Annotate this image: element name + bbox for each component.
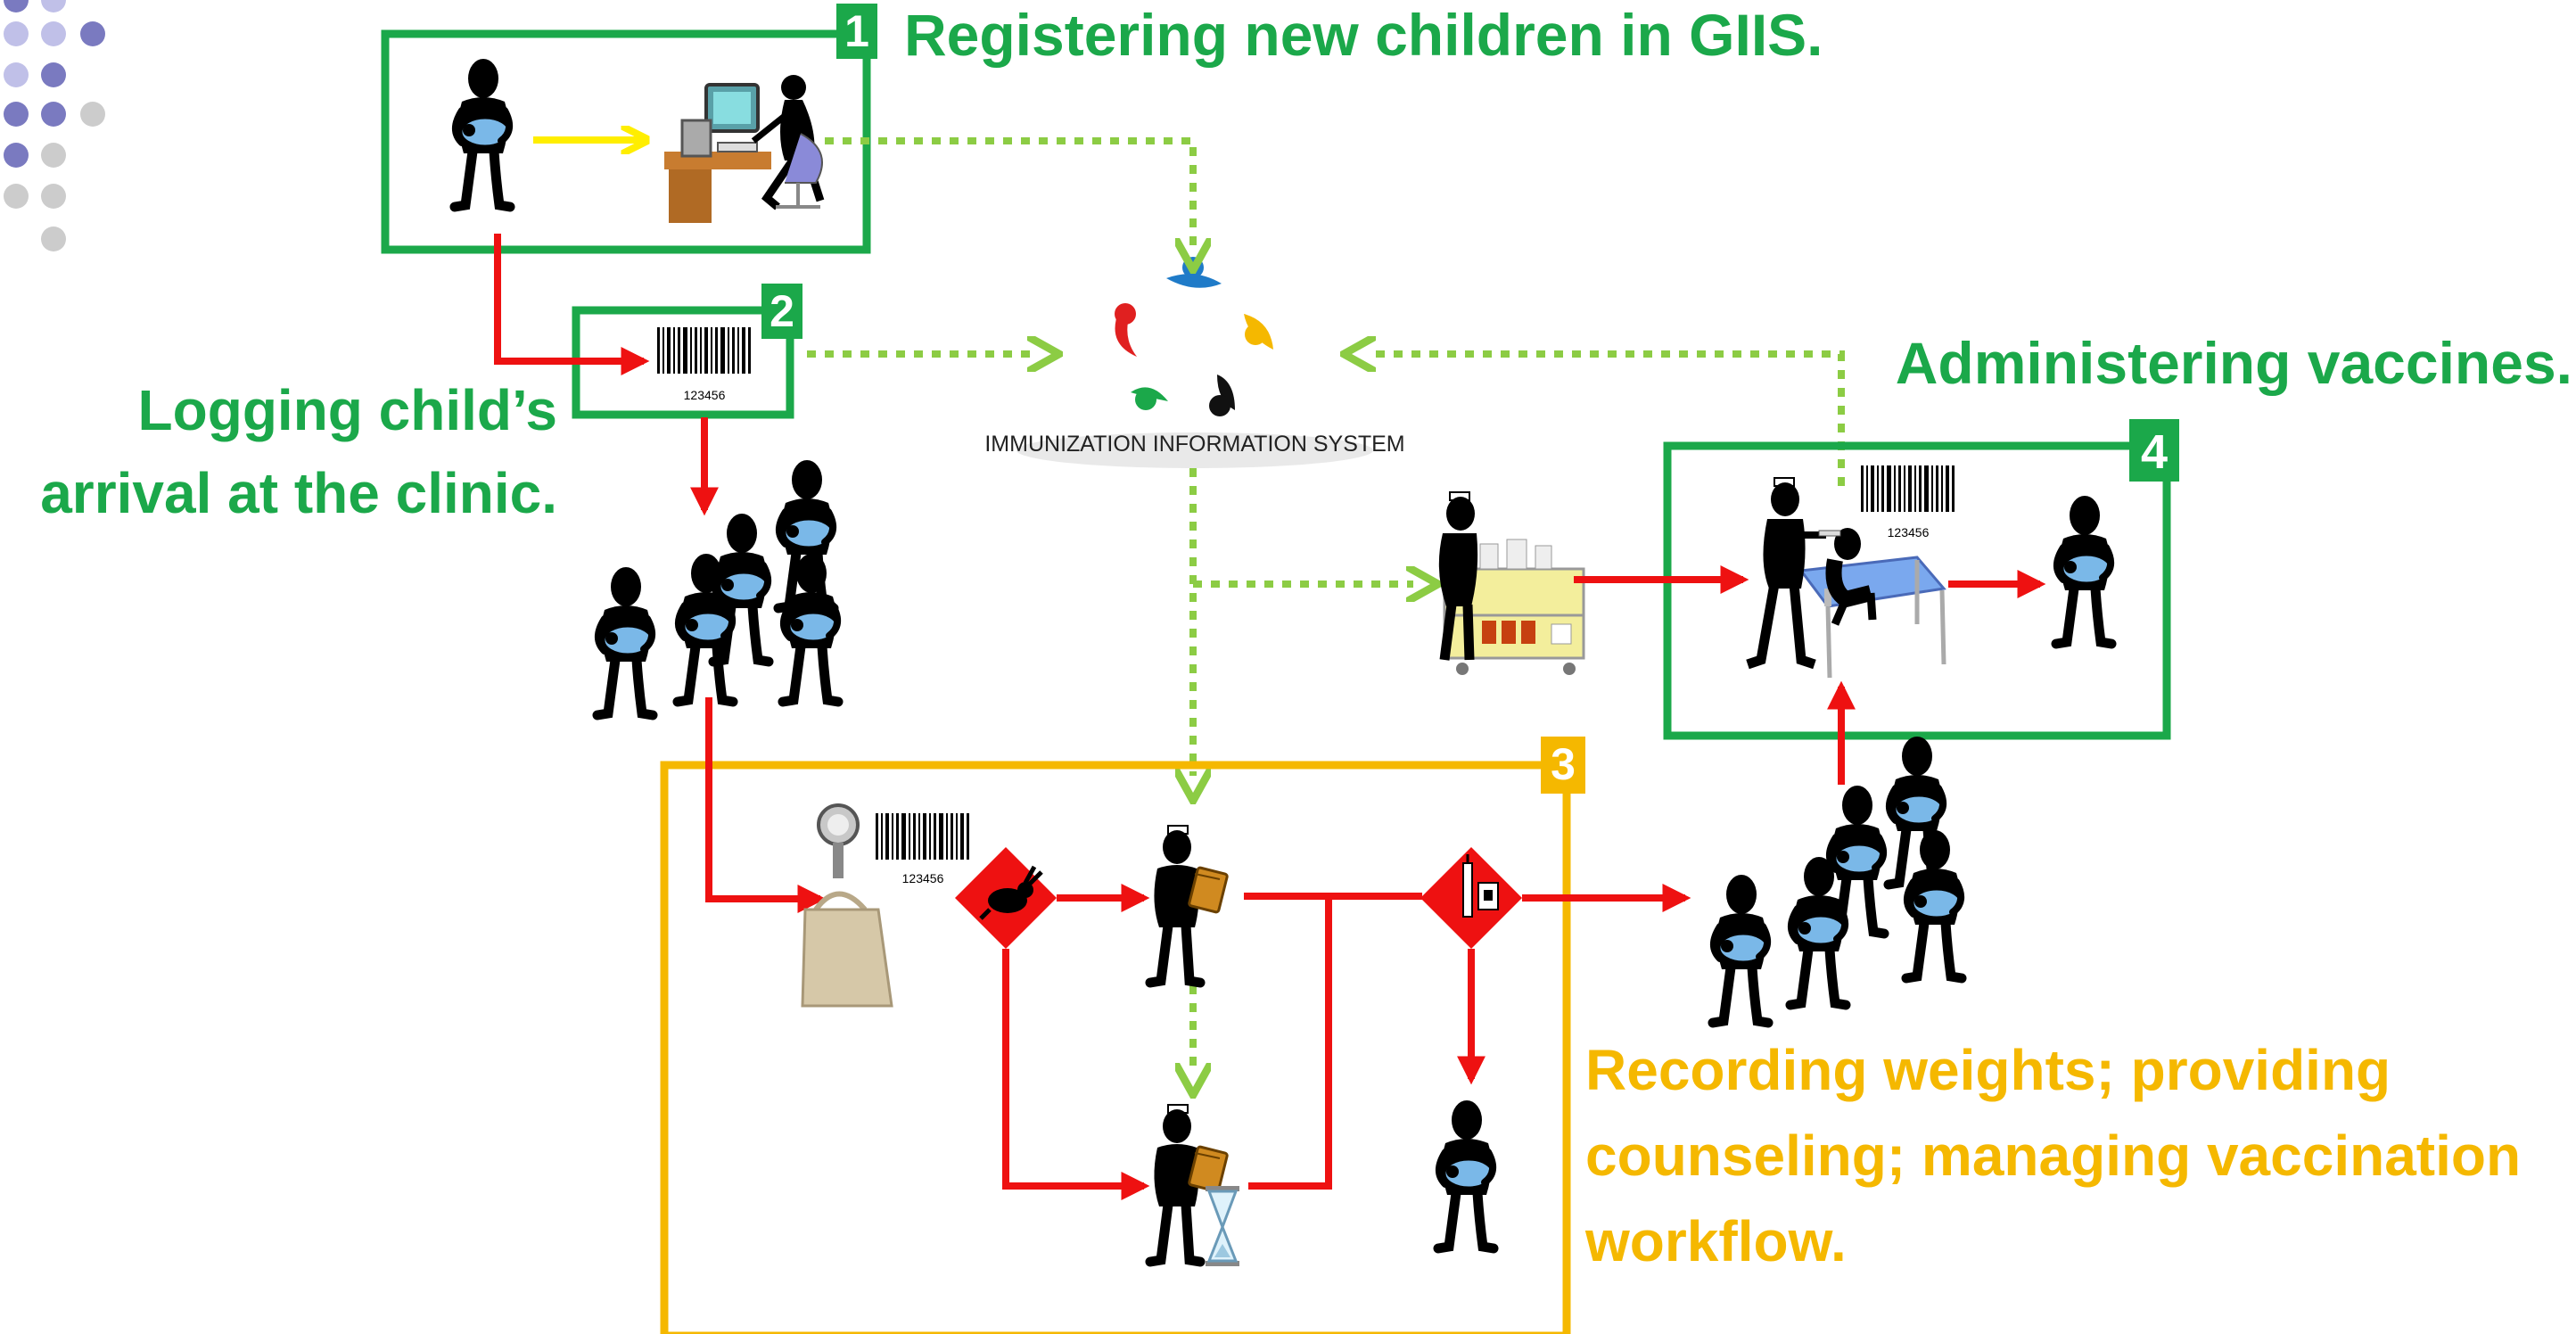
nurse-vaccinating-icon	[1746, 477, 1877, 670]
clipboard-nurse-icon	[1150, 826, 1228, 983]
clipboard-nurse-icon	[1150, 1105, 1228, 1262]
step-2-number: 2	[770, 286, 794, 336]
person-holding-baby-icon	[455, 59, 510, 207]
corner-dot-decoration	[4, 0, 105, 251]
barcode-digits: 123456	[1888, 525, 1930, 539]
red-flow-arrow	[494, 234, 650, 375]
red-flow-arrow	[705, 697, 827, 913]
red-flow-arrow	[1002, 949, 1150, 1200]
scale-bag-icon	[801, 803, 893, 1008]
step-3-number: 3	[1551, 739, 1576, 789]
step-1-number: 1	[844, 6, 869, 56]
barcode-icon	[874, 811, 972, 876]
waiting-crowd	[597, 460, 838, 715]
rabbit-diamond-icon	[955, 847, 1057, 949]
step-3-label-line1: Recording weights; providing	[1585, 1038, 2391, 1102]
data-flow-arrows	[807, 137, 1845, 1070]
barcode-icon	[655, 325, 753, 390]
barcode-digits: 123456	[684, 388, 726, 402]
waiting-crowd	[1713, 737, 1962, 1023]
person-holding-baby-icon	[1438, 1100, 1494, 1248]
hourglass-icon	[1206, 1186, 1239, 1266]
step-4-box: 4	[1663, 419, 2179, 740]
vaccine-cart-icon	[1438, 491, 1585, 675]
step-2-label-line2: arrival at the clinic.	[40, 461, 557, 525]
step-3-label-line3: workflow.	[1584, 1209, 1847, 1273]
step-2-box: 2	[572, 284, 802, 419]
red-flow-line	[1244, 893, 1332, 1190]
step-2-label-line1: Logging child’s	[138, 378, 557, 442]
computer-desk-icon	[664, 75, 825, 223]
step-4-number: 4	[2141, 425, 2168, 479]
step-3-box: 3	[660, 737, 1585, 1334]
syringe-diamond-icon	[1420, 847, 1522, 949]
step-1-label: Registering new children in GIIS.	[904, 2, 1823, 68]
barcode-digits: 123456	[902, 871, 944, 885]
person-holding-baby-icon	[2056, 496, 2111, 644]
step-3-label-line2: counseling; managing vaccination	[1585, 1124, 2521, 1188]
step-4-label: Administering vaccines.	[1896, 330, 2572, 396]
system-label: IMMUNIZATION INFORMATION SYSTEM	[984, 432, 1404, 457]
barcode-icon	[1859, 464, 1957, 528]
